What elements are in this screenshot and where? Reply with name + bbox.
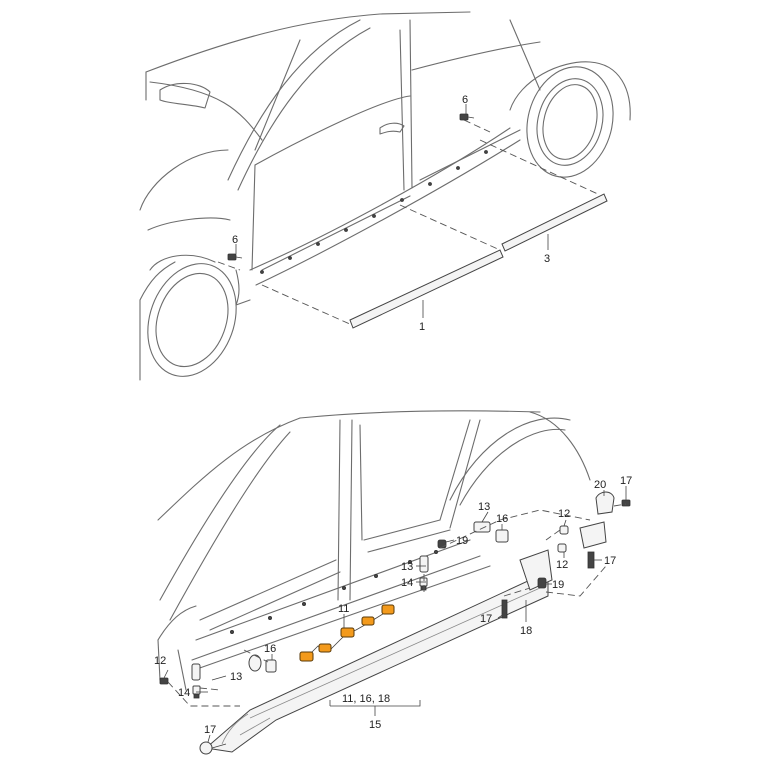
- sill-trim-strip-3: [501, 193, 608, 252]
- sill-fasteners-bottom: [229, 550, 438, 635]
- bottom-car-outline: [157, 410, 591, 691]
- front-wheel-top: [147, 254, 237, 377]
- label-12-upper-right: 12: [558, 508, 570, 520]
- bottom-assembly-lines: [167, 503, 627, 707]
- label-16-upper: 16: [496, 513, 508, 525]
- screw-6-left: [227, 253, 243, 261]
- screw-17-left: [199, 741, 227, 755]
- label-6-right: 6: [462, 94, 468, 106]
- screw-17-right: [587, 551, 595, 569]
- label-12-lower-right: 12: [556, 559, 568, 571]
- label-17-upper-right: 17: [620, 475, 632, 487]
- label-group-11-16-18: 11, 16, 18: [342, 693, 390, 705]
- bracket-20: [595, 491, 615, 515]
- part-14-center: [419, 577, 428, 591]
- label-1: 1: [419, 321, 425, 333]
- label-13-left: 13: [230, 671, 242, 683]
- label-19-center: 19: [456, 535, 468, 547]
- screw-17-upper-right: [621, 499, 631, 507]
- label-14-left: 14: [178, 687, 190, 699]
- sill-trim-strip-1: [349, 249, 504, 329]
- clip-11-e: [381, 604, 395, 615]
- label-15: 15: [369, 719, 381, 731]
- part-19-right: [537, 577, 547, 589]
- clip-11-a: [299, 651, 314, 662]
- bottom-leader-lines: [163, 486, 627, 743]
- screw-12-left: [159, 677, 169, 685]
- clip-11-c: [340, 627, 355, 638]
- label-13-upper: 13: [478, 501, 490, 513]
- label-17-left: 17: [204, 724, 216, 736]
- part-13-upper: [473, 521, 491, 533]
- label-6-left: 6: [232, 234, 238, 246]
- label-13-center: 13: [401, 561, 413, 573]
- label-17-center: 17: [480, 613, 492, 625]
- screw-6-right: [459, 113, 475, 121]
- clip-set-11: [299, 604, 395, 662]
- part-13-left: [191, 663, 201, 681]
- screw-17-center: [501, 599, 508, 619]
- label-19-right: 19: [552, 579, 564, 591]
- label-20: 20: [594, 479, 606, 491]
- label-12-left: 12: [154, 655, 166, 667]
- label-18: 18: [520, 625, 532, 637]
- clip-11-b: [318, 643, 332, 653]
- label-16-left: 16: [264, 643, 276, 655]
- part-16-upper: [495, 529, 509, 543]
- top-car-outline: [139, 11, 631, 381]
- clip-11-d: [361, 616, 375, 626]
- sill-fasteners-top: [260, 150, 488, 274]
- label-3: 3: [544, 253, 550, 265]
- label-17-right: 17: [604, 555, 616, 567]
- part-13-center: [419, 555, 429, 573]
- label-14-center: 14: [401, 577, 413, 589]
- bracket-right: [579, 521, 607, 549]
- rear-wheel-top: [526, 66, 614, 178]
- label-11: 11: [338, 603, 349, 615]
- top-assembly-lines: [217, 119, 601, 326]
